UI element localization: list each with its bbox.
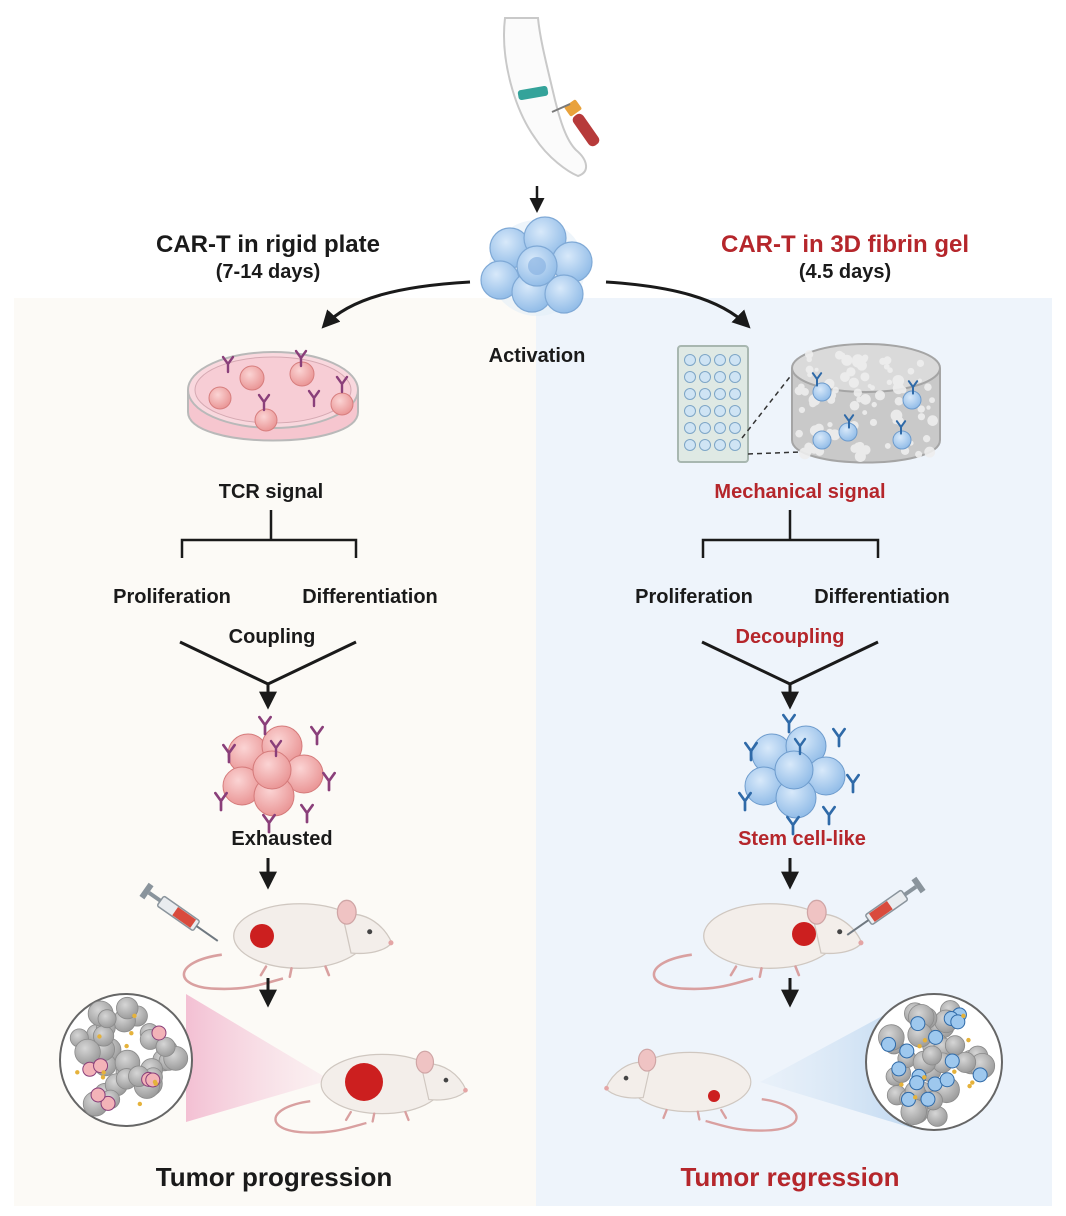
left-branch-proliferation: Proliferation (113, 586, 231, 608)
right-state-label: Stem cell-like (738, 828, 866, 850)
right-tumor-mouse-icon (603, 1048, 798, 1132)
left-injected-mouse-icon (138, 881, 395, 991)
left-converge-arrow (179, 640, 357, 710)
activation-label: Activation (488, 345, 586, 367)
right-outcome-label: Tumor regression (680, 1162, 900, 1192)
left-branch-bracket (180, 510, 358, 558)
arrow-to-fibrin-gel (605, 280, 751, 329)
left-duration: (7-14 days) (215, 261, 321, 283)
right-merge-label: Decoupling (735, 626, 845, 648)
arrow-to-rigid-plate (321, 280, 471, 329)
left-branch-differentiation: Differentiation (302, 586, 438, 608)
exhausted-cell-cluster-icon (213, 715, 337, 834)
zoom-line-top (741, 363, 801, 439)
right-title: CAR-T in 3D fibrin gel (721, 231, 969, 258)
right-converge-arrow (701, 640, 879, 710)
left-state-label: Exhausted (231, 828, 333, 850)
left-outcome-label: Tumor progression (155, 1162, 393, 1192)
right-branch-differentiation: Differentiation (814, 586, 950, 608)
fibrin-gel-cylinder-icon (791, 343, 941, 464)
left-tumor-mouse-icon (274, 1050, 469, 1134)
right-injected-mouse-icon (652, 875, 927, 991)
left-zoom-cone (186, 994, 330, 1122)
right-tumor-section-icon (865, 993, 1003, 1131)
left-signal-label: TCR signal (218, 481, 324, 503)
arm-blood-draw-icon (503, 17, 600, 178)
right-branch-bracket (701, 510, 880, 558)
right-duration: (4.5 days) (798, 261, 892, 283)
left-tumor-section-icon (59, 993, 193, 1127)
right-signal-label: Mechanical signal (714, 481, 886, 503)
petri-dish-icon (187, 349, 359, 442)
left-merge-label: Coupling (228, 626, 316, 648)
activated-cell-cluster-icon (480, 216, 593, 316)
well-plate-icon (677, 345, 749, 463)
left-title: CAR-T in rigid plate (156, 231, 380, 258)
stem-cell-cluster-icon (737, 713, 861, 836)
right-branch-proliferation: Proliferation (635, 586, 753, 608)
